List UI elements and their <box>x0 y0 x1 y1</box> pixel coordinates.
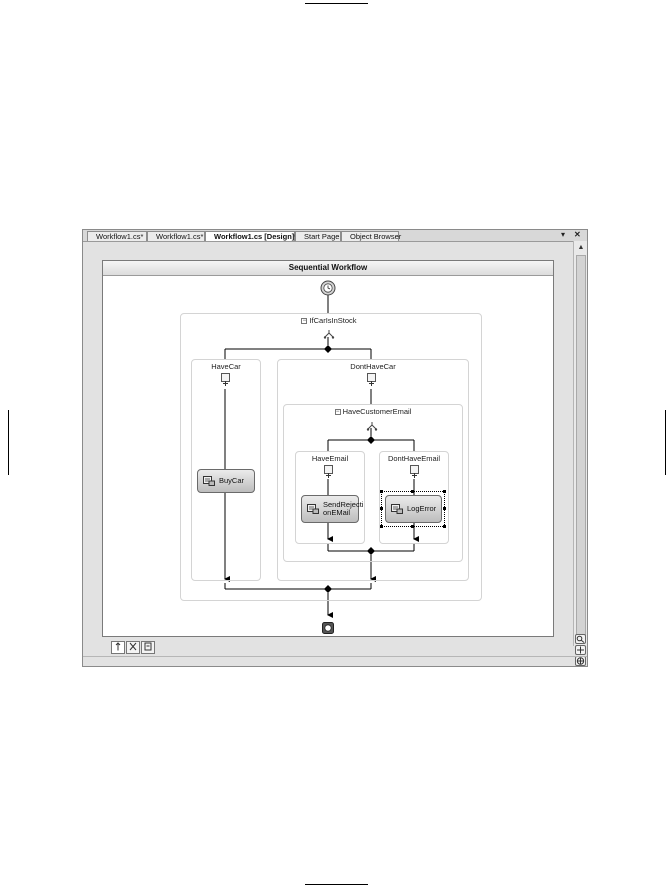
branch-label: DontHaveEmail <box>387 454 441 463</box>
branch-donthaveemail[interactable] <box>379 451 449 544</box>
selection-handle[interactable] <box>443 525 446 528</box>
tab-workflow1-cs-1[interactable]: Workflow1.cs* <box>87 231 147 241</box>
ifelse-label: −HaveCustomerEmail <box>334 407 412 416</box>
ifelse-ifcarisinstock[interactable] <box>180 313 482 601</box>
selection-handle[interactable] <box>411 490 414 493</box>
branch-icon <box>410 465 419 478</box>
activity-buycar[interactable]: BuyCar <box>197 469 255 493</box>
tab-workflow1-design[interactable]: Workflow1.cs [Design]* <box>205 231 297 241</box>
selection-handle[interactable] <box>411 525 414 528</box>
branch-icon <box>324 465 333 478</box>
code-activity-icon <box>203 476 215 486</box>
ifelse-label: −IfCarIsInStock <box>301 316 357 325</box>
selection-handle[interactable] <box>443 490 446 493</box>
ide-window: Workflow1.cs* Workflow1.cs* Workflow1.cs… <box>82 229 588 667</box>
branch-haveemail[interactable] <box>295 451 365 544</box>
branch-icon <box>221 373 230 386</box>
minus-icon[interactable]: − <box>334 409 341 416</box>
branch-donthavecar[interactable] <box>277 359 469 581</box>
designer-title: Sequential Workflow <box>103 261 553 276</box>
branch-havecar[interactable] <box>191 359 261 581</box>
tab-workflow1-cs-2[interactable]: Workflow1.cs* <box>147 231 205 241</box>
branch-label: HaveEmail <box>311 454 349 463</box>
workflow-designer[interactable]: Sequential Workflow <box>102 260 554 637</box>
code-activity-icon <box>307 504 319 514</box>
vertical-scrollbar[interactable]: ▲ ▼ <box>573 241 587 646</box>
code-activity-icon <box>391 504 403 514</box>
branch-label: HaveCar <box>211 362 241 371</box>
tab-start-page[interactable]: Start Page <box>295 231 341 241</box>
tab-object-browser[interactable]: Object Browser <box>341 231 401 241</box>
cancel-handler-view-icon[interactable] <box>126 641 140 654</box>
branch-icon <box>367 373 376 386</box>
stop-icon[interactable] <box>322 621 334 634</box>
page-header-rule <box>305 3 368 4</box>
selection-handle[interactable] <box>380 507 383 510</box>
document-tabstrip: Workflow1.cs* Workflow1.cs* Workflow1.cs… <box>83 230 587 242</box>
right-margin-tick <box>665 410 666 475</box>
zoom-icon[interactable] <box>575 634 586 644</box>
selection-handle[interactable] <box>443 507 446 510</box>
designer-view-tabs <box>111 641 159 655</box>
clock-icon[interactable] <box>320 280 336 296</box>
page-footer-rule <box>305 884 368 885</box>
selection-handle[interactable] <box>380 490 383 493</box>
scroll-thumb[interactable] <box>576 255 586 635</box>
branch-icon <box>366 418 378 431</box>
scroll-up-icon[interactable]: ▲ <box>577 244 585 251</box>
selection-handle[interactable] <box>380 525 383 528</box>
ifelse-havecustomeremail[interactable] <box>283 404 463 562</box>
navigate-icon[interactable] <box>575 656 586 666</box>
status-divider <box>83 656 587 657</box>
close-icon[interactable]: ✕ <box>574 230 581 239</box>
workflow-connectors <box>224 295 419 618</box>
left-margin-tick <box>8 410 9 475</box>
minus-icon[interactable]: − <box>301 318 308 325</box>
activity-label: BuyCar <box>219 476 245 485</box>
pan-icon[interactable] <box>575 645 586 655</box>
fault-handler-view-icon[interactable] <box>141 641 155 654</box>
workflow-view-icon[interactable] <box>111 641 125 654</box>
branch-label: DontHaveCar <box>350 362 396 371</box>
activity-logerror[interactable]: LogError <box>385 495 442 523</box>
branch-icon <box>323 326 335 339</box>
tab-dropdown-icon[interactable]: ▾ <box>561 230 566 239</box>
activity-label: LogError <box>407 504 437 513</box>
